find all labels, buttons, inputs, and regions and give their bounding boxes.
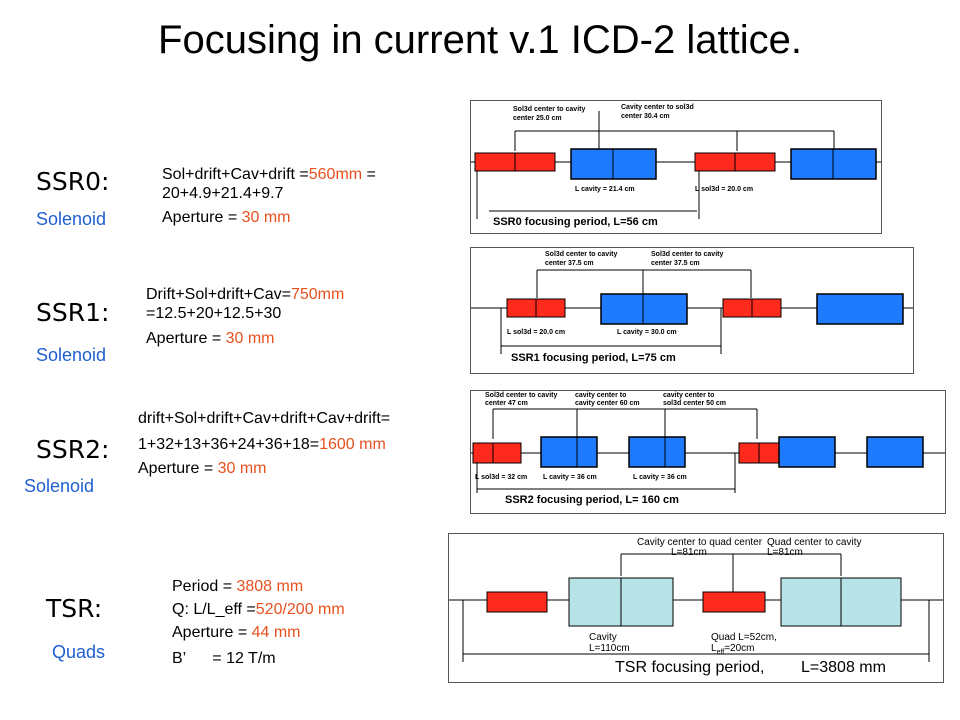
ssr1-cavity-2	[816, 293, 904, 325]
ssr0-formula-text: Sol+drift+Cav+drift =	[162, 166, 309, 183]
ssr1-label-right-1: Sol3d center to cavity	[651, 251, 723, 258]
ssr1-name: SSR1:	[36, 298, 110, 327]
ssr2-cavity-2	[628, 436, 686, 468]
ssr1-aperture-label: Aperture =	[146, 330, 226, 347]
ssr2-period: SSR2 focusing period, L= 160 cm	[505, 494, 679, 506]
ssr2-label-2a: cavity center to	[575, 392, 626, 399]
ssr1-sol-length: L sol3d = 20.0 cm	[507, 329, 565, 336]
ssr0-formula-line2: 20+4.9+21.4+9.7	[162, 185, 284, 202]
tsr-label-right-2: L=81cm	[767, 547, 803, 558]
tsr-label-right-1: Quad center to cavity	[767, 537, 862, 548]
ssr0-formula-length: 560mm	[308, 166, 363, 183]
ssr2-label-3a: cavity center to	[663, 392, 714, 399]
ssr1-label-right-2: center 37.5 cm	[651, 260, 700, 267]
ssr2-aperture-label: Aperture =	[138, 460, 218, 477]
tsr-aperture-value: 44 mm	[251, 624, 301, 641]
ssr0-formula-eq: =	[362, 166, 376, 183]
ssr0-name: SSR0:	[36, 167, 110, 196]
ssr1-label-left-1: Sol3d center to cavity	[545, 251, 617, 258]
ssr2-label-3b: sol3d center 50 cm	[663, 400, 726, 407]
tsr-quad-eff-val: =20cm	[724, 643, 754, 654]
tsr-cavity-length-1: Cavity	[589, 632, 617, 643]
tsr-period: Period = 3808 mm	[172, 578, 303, 596]
tsr-quad-1	[486, 591, 548, 613]
tsr-name: TSR:	[46, 594, 103, 623]
tsr-type: Quads	[52, 642, 106, 662]
tsr-cavity-length-2: L=110cm	[589, 643, 630, 654]
page-title: Focusing in current v.1 ICD-2 lattice.	[158, 18, 802, 62]
ssr0-aperture-label: Aperture =	[162, 209, 242, 226]
ssr2-name: SSR2:	[36, 435, 110, 464]
ssr2-formula-text: 1+32+13+36+24+36+18=	[138, 436, 320, 453]
ssr2-aperture-value: 30 mm	[217, 460, 267, 477]
ssr2-cavity-1	[540, 436, 598, 468]
ssr0-label-left-1: Sol3d center to cavity	[513, 106, 585, 113]
ssr2-type: Solenoid	[24, 476, 95, 496]
ssr2-formula-length: 1600 mm	[319, 436, 386, 453]
ssr0-diagram: Sol3d center to cavity center 25.0 cm Ca…	[470, 100, 882, 234]
ssr1-period: SSR1 focusing period, L=75 cm	[511, 352, 676, 364]
tsr-period-value: 3808 mm	[236, 578, 304, 595]
tsr-diagram: Cavity center to quad center L=81cm Quad…	[448, 533, 944, 683]
ssr0-period: SSR0 focusing period, L=56 cm	[493, 216, 658, 228]
ssr0-type: Solenoid	[36, 209, 107, 229]
tsr-quad-length-1: Quad L=52cm,	[711, 632, 777, 643]
ssr1-label-left-2: center 37.5 cm	[545, 260, 594, 267]
ssr2-cavity-4	[866, 436, 924, 468]
ssr0-sol-length: L sol3d = 20.0 cm	[695, 186, 753, 193]
tsr-quad-eff-label: Leff=20cm	[711, 643, 755, 656]
ssr2-cavity-3	[778, 436, 836, 468]
ssr2-diagram: Sol3d center to cavity center 47 cm cavi…	[470, 390, 946, 514]
ssr2-aperture: Aperture = 30 mm	[138, 460, 267, 478]
ssr1-formula: Drift+Sol+drift+Cav=750mm	[146, 286, 344, 304]
tsr-label-left-2: L=81cm	[671, 547, 707, 558]
ssr2-label-2b: cavity center 60 cm	[575, 400, 640, 407]
ssr1-diagram: Sol3d center to cavity center 37.5 cm So…	[470, 247, 914, 374]
tsr-quad-2	[702, 591, 766, 613]
ssr1-formula-text: Drift+Sol+drift+Cav=	[146, 286, 291, 303]
ssr2-cavity-length-2: L cavity = 36 cm	[633, 474, 687, 481]
tsr-label-left-1: Cavity center to quad center	[637, 537, 763, 548]
ssr2-label-1a: Sol3d center to cavity	[485, 392, 557, 399]
tsr-period-label-b: L=3808 mm	[801, 659, 886, 676]
ssr0-label-right-1: Cavity center to sol3d	[621, 104, 694, 111]
ssr0-label-left-2: center 25.0 cm	[513, 115, 562, 122]
ssr2-cavity-length-1: L cavity = 36 cm	[543, 474, 597, 481]
ssr1-cavity-length: L cavity = 30.0 cm	[617, 329, 677, 336]
tsr-quad: Q: L/L_eff =520/200 mm	[172, 601, 345, 619]
ssr0-label-right-2: center 30.4 cm	[621, 113, 670, 120]
ssr1-aperture: Aperture = 30 mm	[146, 330, 275, 348]
tsr-quad-eff-l: L	[711, 643, 717, 654]
tsr-period-label-a: TSR focusing period,	[615, 659, 764, 676]
ssr0-formula: Sol+drift+Cav+drift =560mm =	[162, 166, 376, 184]
ssr2-solenoid-1	[472, 442, 522, 464]
tsr-quad-eff-sub: eff	[717, 649, 725, 656]
ssr0-aperture: Aperture = 30 mm	[162, 209, 291, 227]
ssr1-type: Solenoid	[36, 345, 107, 365]
ssr2-sol-length: L sol3d = 32 cm	[475, 474, 527, 481]
ssr0-aperture-value: 30 mm	[241, 209, 291, 226]
tsr-quad-value: 520/200 mm	[255, 601, 345, 618]
tsr-aperture-label: Aperture =	[172, 624, 252, 641]
tsr-period-label: Period =	[172, 578, 237, 595]
ssr2-formula-line1: drift+Sol+drift+Cav+drift+Cav+drift=	[138, 410, 391, 427]
tsr-aperture: Aperture = 44 mm	[172, 624, 301, 642]
ssr2-formula: 1+32+13+36+24+36+18=1600 mm	[138, 436, 386, 454]
ssr1-aperture-value: 30 mm	[225, 330, 275, 347]
ssr1-cavity-1	[600, 293, 688, 325]
ssr1-formula-line2: =12.5+20+12.5+30	[146, 305, 282, 322]
ssr1-formula-length: 750mm	[290, 286, 345, 303]
tsr-quad-label: Q: L/L_eff =	[172, 601, 256, 618]
ssr2-label-1b: center 47 cm	[485, 400, 528, 407]
ssr0-cavity-length: L cavity = 21.4 cm	[575, 186, 635, 193]
tsr-gradient: B’ = 12 T/m	[172, 650, 276, 667]
